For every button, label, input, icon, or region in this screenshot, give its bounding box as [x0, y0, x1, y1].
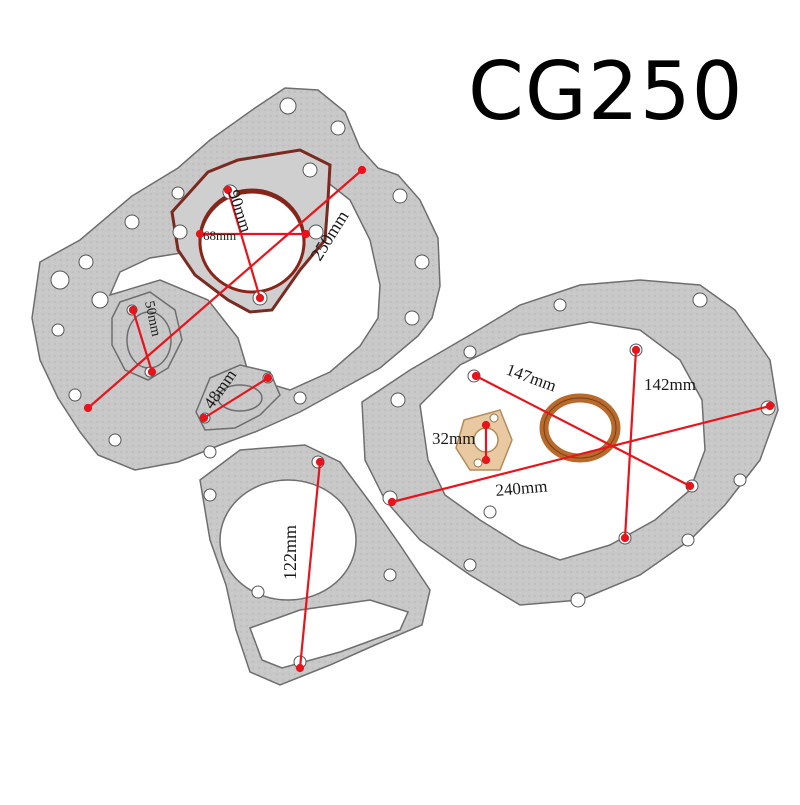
measure-line-crankcase-left — [87, 169, 363, 409]
arrow-heads — [83, 165, 775, 673]
measure-line-right-width — [391, 404, 771, 504]
label-oil-pump: 32mm — [432, 429, 475, 448]
measurement-lines — [83, 165, 775, 673]
measure-line-head-bolt — [226, 189, 262, 299]
measure-line-right-inner — [475, 375, 691, 487]
measure-line-small-cover — [131, 309, 154, 373]
cylinder-head-gasket — [170, 148, 332, 314]
label-right-inner: 147mm — [504, 360, 559, 396]
right-cover-gasket — [361, 279, 779, 608]
label-right-height: 142mm — [644, 375, 696, 394]
oil-pump-gasket — [455, 409, 513, 471]
copper-exhaust-ring — [539, 393, 621, 463]
oval-gasket — [195, 364, 281, 431]
label-cylinder-base: 122mm — [280, 525, 300, 580]
measure-line-cylinder-base — [298, 461, 322, 669]
label-right-width: 240mm — [495, 477, 548, 500]
measure-line-oval — [203, 377, 269, 419]
measure-line-right-height — [623, 349, 638, 539]
label-small-cover: 50mm — [141, 300, 163, 338]
product-title: CG250 — [468, 45, 744, 138]
label-head-bore: 68mm — [203, 228, 236, 243]
